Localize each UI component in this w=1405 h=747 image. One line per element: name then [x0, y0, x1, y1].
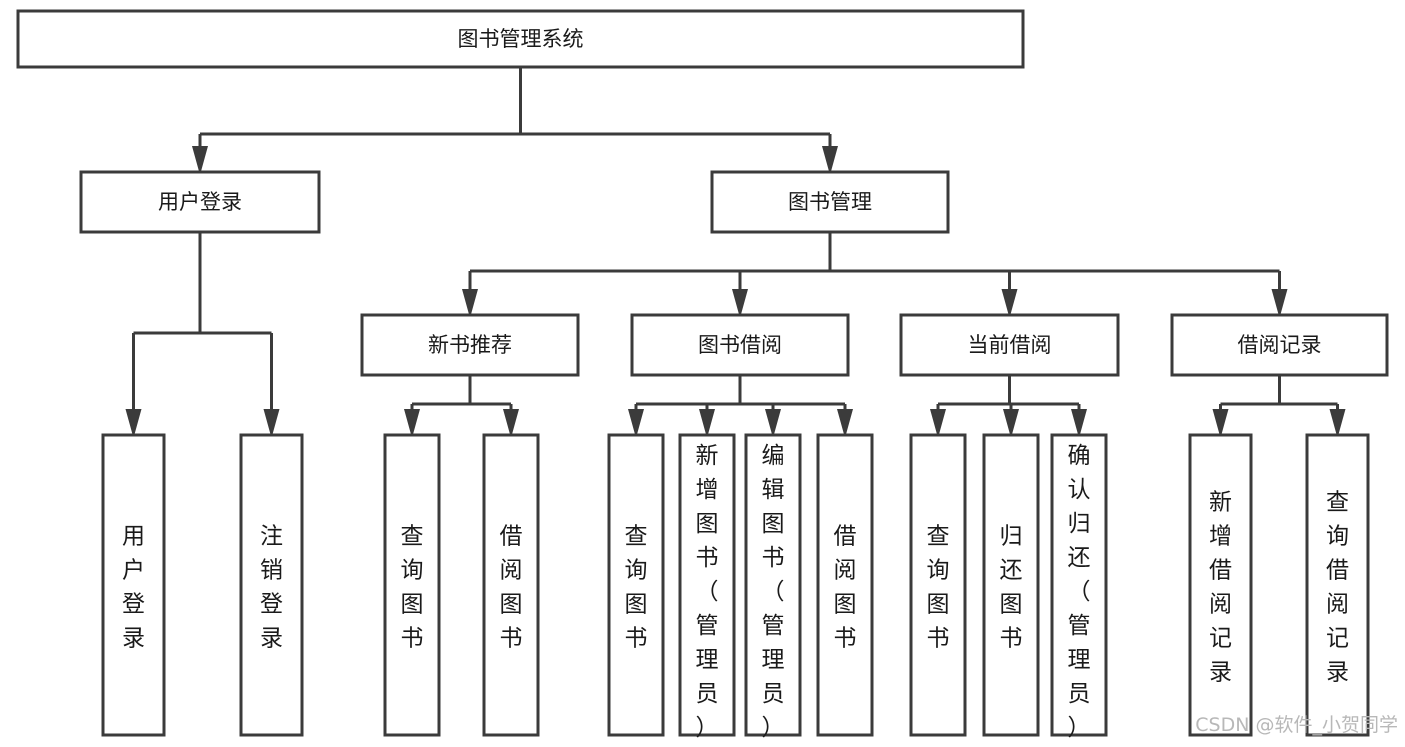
node-box[interactable]: [816, 433, 874, 737]
node-leaf-edit-book[interactable]: 编辑图书（管理员）: [744, 433, 802, 741]
node-label: 图书管理系统: [458, 27, 584, 51]
edge-arrowhead-icon: [503, 409, 519, 438]
edge-arrowhead-icon: [125, 409, 142, 438]
node-box[interactable]: [744, 433, 802, 737]
node-leaf-query-book-2[interactable]: 查询图书: [607, 433, 665, 737]
node-box[interactable]: [239, 433, 304, 737]
edge-arrowhead-icon: [1001, 289, 1018, 318]
edge-arrowhead-icon: [699, 409, 715, 438]
node-leaf-confirm-ret[interactable]: 确认归还（管理员）: [1050, 433, 1108, 741]
node-box[interactable]: [360, 313, 580, 377]
node-box[interactable]: [79, 170, 321, 234]
edge-group-loan-record: [1212, 375, 1346, 438]
node-label: 查询图书: [927, 524, 950, 652]
edges-layer: [125, 67, 1346, 438]
node-box[interactable]: [982, 433, 1040, 737]
node-leaf-query-record[interactable]: 查询借阅记录: [1305, 433, 1370, 737]
node-label: 新书推荐: [428, 333, 512, 357]
edge-arrowhead-icon: [263, 409, 280, 438]
node-leaf-borrow-book-2[interactable]: 借阅图书: [816, 433, 874, 737]
node-box[interactable]: [1188, 433, 1253, 737]
edge-group-book-borrow: [628, 375, 853, 438]
node-root[interactable]: 图书管理系统: [16, 9, 1025, 69]
node-book-borrow[interactable]: 图书借阅: [630, 313, 850, 377]
node-leaf-query-book-1[interactable]: 查询图书: [383, 433, 441, 737]
edge-arrowhead-icon: [628, 409, 644, 438]
edge-arrowhead-icon: [930, 409, 946, 438]
node-label: 查询图书: [401, 524, 424, 652]
node-label: 借阅图书: [500, 524, 523, 652]
edge-arrowhead-icon: [837, 409, 853, 438]
node-box[interactable]: [899, 313, 1120, 377]
node-leaf-user-login[interactable]: 用户登录: [101, 433, 166, 737]
node-label: 确认归还（管理员）: [1068, 443, 1091, 741]
edge-arrowhead-icon: [822, 146, 838, 175]
edge-arrowhead-icon: [1329, 409, 1346, 438]
edge-arrowhead-icon: [1212, 409, 1229, 438]
node-label: 当前借阅: [968, 333, 1052, 357]
edge-arrowhead-icon: [462, 289, 478, 318]
node-box[interactable]: [383, 433, 441, 737]
edge-group-new-book-rec: [404, 375, 519, 438]
node-label: 借阅记录: [1238, 333, 1322, 357]
edge-arrowhead-icon: [1071, 409, 1087, 438]
node-box[interactable]: [482, 433, 540, 737]
edge-group-current-loan: [930, 375, 1087, 438]
edge-group-root: [192, 67, 838, 175]
node-label: 注销登录: [260, 524, 283, 652]
edge-arrowhead-icon: [1003, 409, 1019, 438]
node-box[interactable]: [1305, 433, 1370, 737]
node-loan-record[interactable]: 借阅记录: [1170, 313, 1389, 377]
node-box[interactable]: [630, 313, 850, 377]
node-label: 查询借阅记录: [1326, 490, 1349, 686]
node-box[interactable]: [909, 433, 967, 737]
csdn-watermark: CSDN @软件_小贺同学: [1195, 714, 1398, 736]
node-leaf-query-book-3[interactable]: 查询图书: [909, 433, 967, 737]
node-current-loan[interactable]: 当前借阅: [899, 313, 1120, 377]
node-box[interactable]: [678, 433, 736, 737]
node-label: 归还图书: [1000, 524, 1023, 652]
node-box[interactable]: [607, 433, 665, 737]
node-label: 编辑图书（管理员）: [762, 443, 785, 741]
node-leaf-add-book[interactable]: 新增图书（管理员）: [678, 433, 736, 741]
edge-arrowhead-icon: [404, 409, 420, 438]
node-leaf-user-logout[interactable]: 注销登录: [239, 433, 304, 737]
node-box[interactable]: [1170, 313, 1389, 377]
nodes-layer: 图书管理系统用户登录图书管理新书推荐图书借阅当前借阅借阅记录用户登录注销登录查询…: [16, 9, 1389, 741]
node-label: 用户登录: [122, 524, 145, 652]
node-label: 借阅图书: [834, 524, 857, 652]
node-new-book-rec[interactable]: 新书推荐: [360, 313, 580, 377]
edge-group-book-mgmt: [462, 232, 1288, 318]
node-box[interactable]: [710, 170, 950, 234]
node-user-login[interactable]: 用户登录: [79, 170, 321, 234]
edge-arrowhead-icon: [192, 146, 208, 175]
node-label: 图书借阅: [698, 333, 782, 357]
node-leaf-return-book[interactable]: 归还图书: [982, 433, 1040, 737]
node-label: 新增借阅记录: [1209, 490, 1232, 686]
edge-arrowhead-icon: [732, 289, 748, 318]
node-leaf-add-record[interactable]: 新增借阅记录: [1188, 433, 1253, 737]
node-box[interactable]: [1050, 433, 1108, 737]
node-label: 图书管理: [788, 190, 872, 214]
node-leaf-borrow-book-1[interactable]: 借阅图书: [482, 433, 540, 737]
node-box[interactable]: [101, 433, 166, 737]
edge-group-user-login: [125, 232, 280, 438]
node-box[interactable]: [16, 9, 1025, 69]
edge-arrowhead-icon: [1271, 289, 1288, 318]
edge-arrowhead-icon: [765, 409, 781, 438]
node-label: 用户登录: [158, 190, 242, 214]
node-book-mgmt[interactable]: 图书管理: [710, 170, 950, 234]
node-label: 查询图书: [625, 524, 648, 652]
node-label: 新增图书（管理员）: [696, 443, 719, 741]
